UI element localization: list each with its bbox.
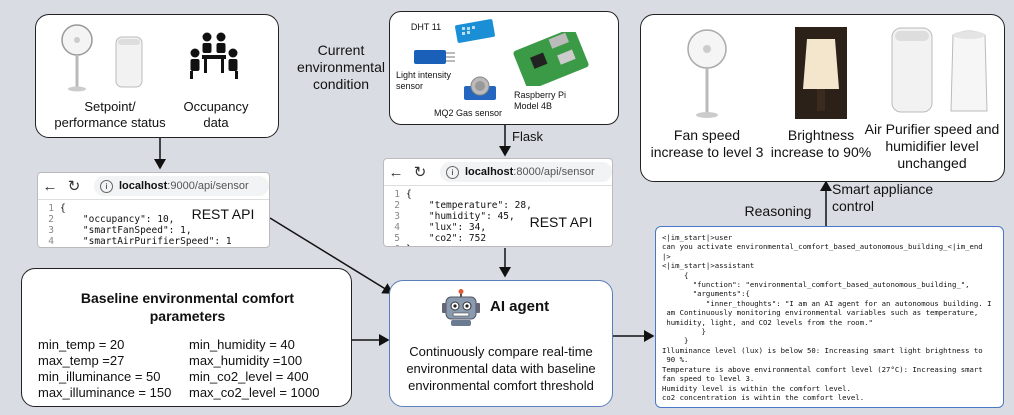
dht-label: DHT 11 [410, 22, 442, 32]
reload-icon[interactable]: ↻ [413, 164, 427, 181]
appliance-panel: Fan speed increase to level 3 Brightness… [640, 14, 1005, 182]
address-bar[interactable]: i localhost:8000/api/sensor [440, 162, 612, 182]
param-max-co2: max_co2_level = 1000 [189, 385, 320, 400]
mq2-gas-sensor-icon [464, 76, 496, 100]
environmental-condition-label: Current environmental condition [297, 42, 385, 92]
light-sensor-label: Light intensity sensor [396, 70, 452, 91]
standing-fan-icon [687, 29, 727, 118]
reasoning-output: <|im_start|>user can you activate enviro… [655, 226, 1004, 408]
agent-title: AI agent [490, 298, 550, 315]
arrow-left-api-to-agent [269, 217, 394, 294]
url-path: :9000/api/sensor [167, 180, 249, 192]
air-purifier-icon [891, 27, 933, 113]
url-host: localhost [119, 180, 168, 192]
smart-control-label: Smart appliance control [832, 181, 934, 214]
baseline-title: Baseline environmental comfort parameter… [80, 290, 295, 324]
param-min-temp: min_temp = 20 [38, 337, 125, 352]
mq2-label: MQ2 Gas sensor [433, 108, 503, 118]
url-host: localhost [465, 166, 514, 178]
occupancy-panel: Setpoint/ performance status Occupancy d… [35, 14, 279, 138]
back-arrow-icon[interactable]: ← [42, 177, 58, 195]
api-browser-9000: ← ↻ i localhost:9000/api/sensor 1{ 2 "oc… [37, 172, 270, 248]
param-min-co2: min_co2_level = 400 [189, 369, 309, 384]
json-response: 1{ 2 "occupancy": 10, 3 "smartFanSpeed":… [48, 203, 232, 247]
humidifier-icon [950, 30, 988, 112]
meeting-people-icon [190, 32, 238, 79]
baseline-right-column: min_humidity = 40 max_humidity =100 min_… [189, 337, 319, 401]
info-icon: i [446, 165, 459, 179]
standing-fan-icon [61, 24, 93, 92]
rpi-label: Raspberry Pi Model 4B [514, 90, 567, 111]
back-arrow-icon[interactable]: ← [388, 163, 404, 181]
address-bar[interactable]: i localhost:9000/api/sensor [94, 176, 269, 196]
raspberry-pi-icon [513, 32, 589, 86]
ai-agent-panel: AI agent Continuously compare real-time … [389, 280, 613, 407]
purifier-result-label: Air Purifier speed and humidifier level … [864, 121, 1000, 171]
rest-api-label: REST API [529, 214, 593, 230]
sensor-panel: DHT 11 Light intensity sensor MQ2 Gas se… [389, 11, 619, 125]
reload-icon[interactable]: ↻ [67, 178, 81, 195]
light-sensor-icon [414, 50, 455, 64]
dht11-sensor-icon [455, 19, 495, 43]
api-browser-8000: ← ↻ i localhost:8000/api/sensor 1{ 2 "te… [383, 158, 613, 247]
info-icon: i [100, 179, 113, 193]
param-max-illuminance: max_illuminance = 150 [38, 385, 172, 400]
occupancy-label: Occupancy data [183, 99, 249, 130]
url-path: :8000/api/sensor [513, 166, 595, 178]
param-max-temp: max_temp =27 [38, 353, 125, 368]
brightness-result-label: Brightness increase to 90% [770, 127, 872, 160]
param-max-humidity: max_humidity =100 [189, 353, 303, 368]
air-purifier-icon [115, 36, 143, 88]
setpoint-label: Setpoint/ performance status [54, 99, 166, 130]
robot-icon [442, 289, 480, 326]
param-min-humidity: min_humidity = 40 [189, 337, 295, 352]
reasoning-label: Reasoning [744, 203, 812, 219]
baseline-left-column: min_temp = 20 max_temp =27 min_illuminan… [38, 337, 171, 401]
lamp-icon [795, 27, 847, 119]
param-min-illuminance: min_illuminance = 50 [38, 369, 161, 384]
fan-result-label: Fan speed increase to level 3 [650, 127, 764, 160]
json-response: 1{ 2 "temperature": 28, 3 "humidity": 45… [394, 189, 532, 246]
agent-description: Continuously compare real-time environme… [406, 344, 596, 393]
baseline-panel: Baseline environmental comfort parameter… [21, 268, 352, 407]
flask-label: Flask [512, 129, 544, 144]
rest-api-label: REST API [191, 206, 255, 222]
